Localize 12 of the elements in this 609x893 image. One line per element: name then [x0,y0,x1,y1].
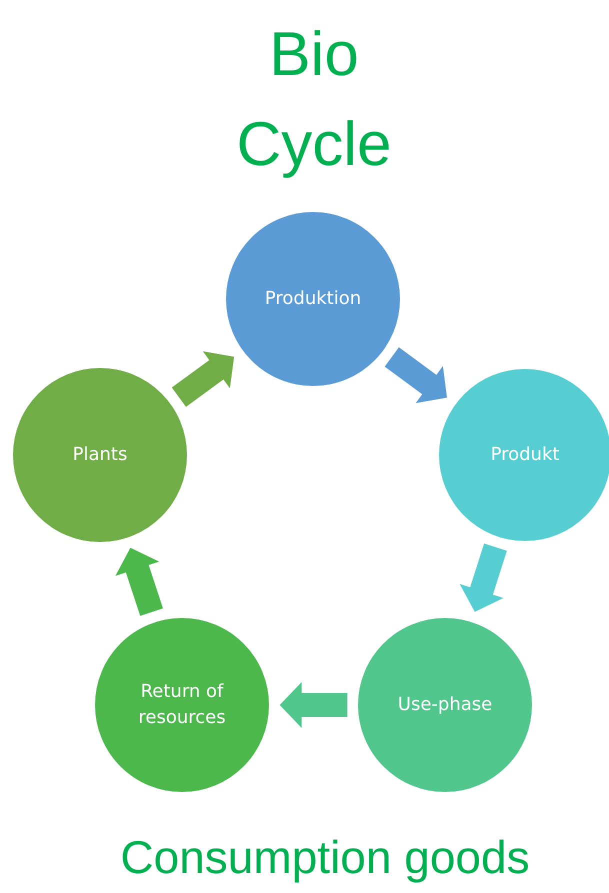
block-arrow [460,544,507,612]
node-label: Return of resources [137,680,227,730]
node-label: Produktion [264,287,362,311]
diagram-title: Bio Cycle [235,19,393,181]
block-arrow [384,347,447,404]
block-arrow [115,548,163,616]
node-label: Produkt [490,443,560,467]
node-label: Use-phase [398,693,492,717]
block-arrow [280,682,348,728]
block-arrow [172,351,234,407]
diagram-caption: Consumption goods [119,830,531,885]
node-label: Plants [72,443,128,467]
